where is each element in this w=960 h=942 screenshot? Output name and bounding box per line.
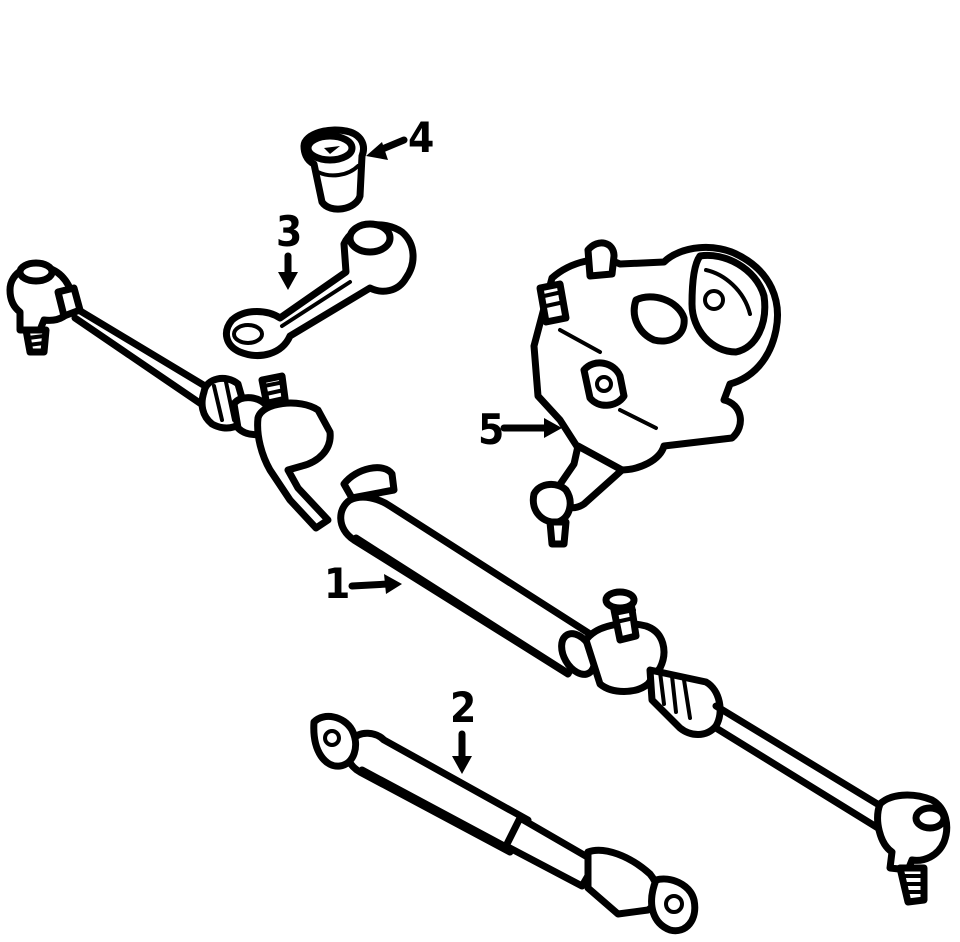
callout-label-3: 3 — [276, 207, 302, 256]
callout-3: 3 — [276, 207, 302, 290]
part-1-center-link-assembly — [6, 259, 951, 906]
part-3-pitman-arm — [222, 220, 417, 359]
callout-5: 5 — [478, 405, 562, 454]
right-tie-rod-end — [874, 791, 951, 906]
callout-1: 1 — [324, 559, 402, 608]
part-5-steering-gear — [529, 239, 781, 548]
callout-label-5: 5 — [478, 405, 504, 454]
part-4-bushing — [300, 126, 367, 213]
callout-label-4: 4 — [408, 113, 434, 162]
callout-2: 2 — [450, 683, 476, 774]
callout-label-2: 2 — [450, 683, 476, 732]
left-stud-knuckle — [230, 372, 398, 532]
callout-4: 4 — [366, 113, 434, 162]
right-adjusting-sleeve — [646, 666, 724, 738]
left-tie-rod-end — [6, 259, 84, 356]
part-2-steering-damper — [310, 712, 699, 935]
right-stud-knuckle — [582, 588, 668, 695]
callout-label-1: 1 — [324, 559, 350, 608]
